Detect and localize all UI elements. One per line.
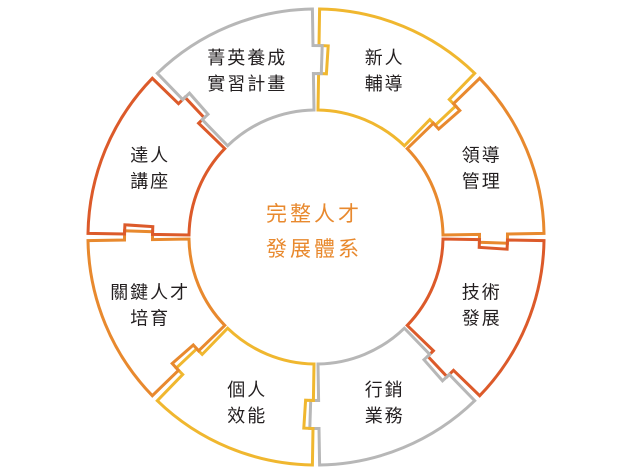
segment-label-tech-development-line2: 發展 — [462, 309, 502, 330]
center-title-line1: 完整人才 — [266, 202, 362, 226]
segments-layer — [86, 7, 546, 467]
center-title-line2: 發展體系 — [266, 237, 362, 261]
segment-label-sales-business-line1: 行銷 — [365, 380, 405, 401]
segment-label-elite-intern-line1: 菁英養成 — [207, 48, 287, 69]
segment-label-tech-development-line1: 技術 — [462, 283, 502, 304]
segment-label-personal-efficacy-line2: 效能 — [227, 406, 267, 427]
segment-label-sales-business-line2: 業務 — [365, 406, 405, 427]
segment-label-leadership-mgmt-line2: 管理 — [462, 171, 502, 192]
segment-elite-intern — [155, 7, 324, 148]
segment-label-new-hire-coaching-line1: 新人 — [365, 48, 405, 69]
segment-label-key-talent-line1: 關鍵人才 — [110, 283, 190, 304]
segment-label-new-hire-coaching-line2: 輔導 — [365, 74, 405, 95]
segment-label-personal-efficacy-line1: 個人 — [227, 380, 267, 401]
segment-label-leadership-mgmt-line1: 領導 — [462, 145, 502, 166]
segment-label-key-talent-line2: 培育 — [130, 309, 170, 330]
segment-label-elite-intern-line2: 實習計畫 — [207, 74, 287, 95]
segment-label-expert-lecturer-line1: 達人 — [130, 145, 170, 166]
segment-label-expert-lecturer-line2: 講座 — [130, 171, 170, 192]
